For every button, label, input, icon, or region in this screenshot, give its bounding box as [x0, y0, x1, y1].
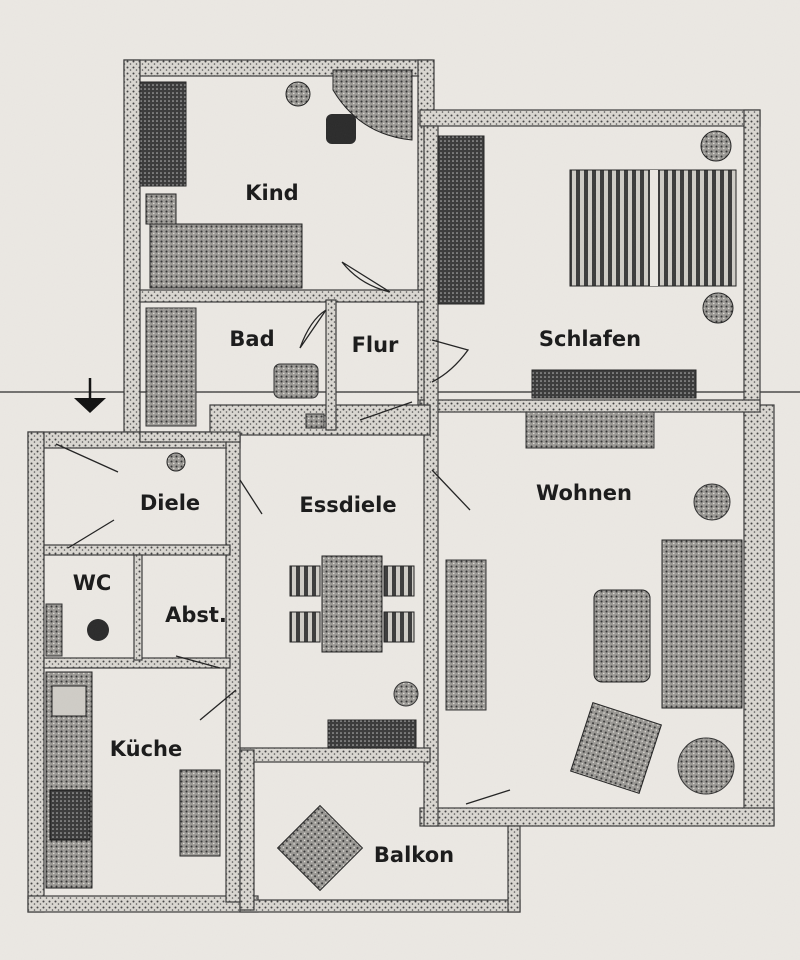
room-label-schlafen: Schlafen [539, 327, 641, 351]
room-label-essdiele: Essdiele [299, 493, 396, 517]
room-label-kueche: Küche [110, 737, 183, 761]
room-label-kind: Kind [245, 181, 298, 205]
room-label-abst: Abst. [165, 603, 227, 627]
room-label-bad: Bad [229, 327, 274, 351]
room-label-wc: WC [73, 571, 112, 595]
room-label-balkon: Balkon [374, 843, 454, 867]
room-label-flur: Flur [352, 333, 399, 357]
room-label-diele: Diele [140, 491, 200, 515]
room-label-wohnen: Wohnen [536, 481, 632, 505]
